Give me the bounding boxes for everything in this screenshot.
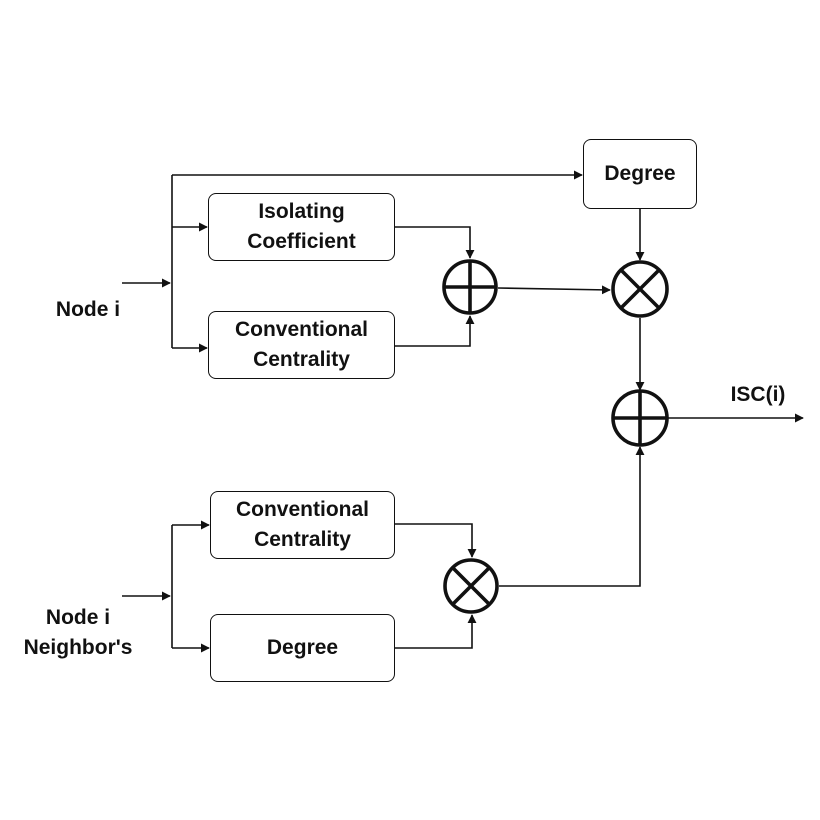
neighbors-input-label: Node i Neighbor's [4,603,152,663]
conventional-bottom-line2: Centrality [254,528,351,551]
wire-degree-bottom-to-product [395,614,477,649]
sum-operator-top [442,259,498,315]
node-input-label: Node i [40,295,136,325]
product-operator-top [611,260,669,318]
degree-bottom-label: Degree [266,636,339,659]
node-input-text: Node i [55,298,121,321]
wire-conventional-to-sum [395,315,475,347]
product-operator-bottom [443,558,499,614]
neighbors-line2: Neighbor's [23,636,133,659]
degree-block-bottom: Degree [210,614,395,682]
isolating-label-line1: Isolating [258,200,345,223]
conventional-top-line2: Centrality [253,348,350,371]
output-label: ISC(i) [716,380,800,410]
degree-top-label: Degree [604,162,676,185]
wire-sum-to-product [497,285,611,295]
conventional-bottom-line1: Conventional [235,498,369,521]
wire-bottom-product-to-final-sum [499,446,645,587]
degree-block-top: Degree [583,139,697,209]
wire-isolating-to-sum [395,226,475,259]
isolating-coefficient-block: Isolating Coefficient [208,193,395,261]
neighbors-line1: Node i [45,606,111,629]
wire-conv-bottom-to-product [395,523,477,558]
sum-operator-output [611,389,669,447]
conventional-centrality-block-bottom: Conventional Centrality [210,491,395,559]
isolating-label-line2: Coefficient [247,230,356,253]
conventional-centrality-block-top: Conventional Centrality [208,311,395,379]
output-text: ISC(i) [730,383,786,406]
conventional-top-line1: Conventional [234,318,368,341]
